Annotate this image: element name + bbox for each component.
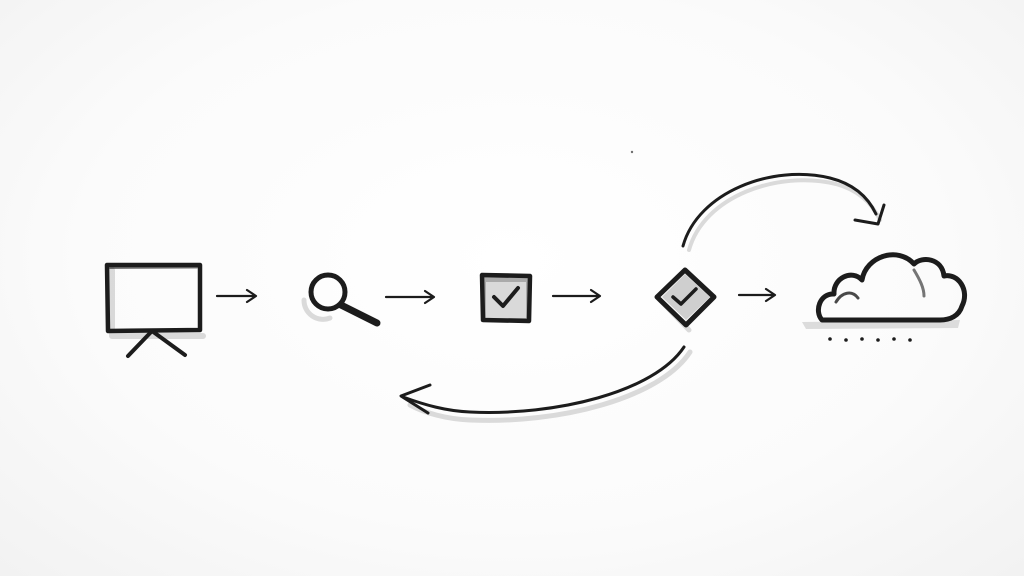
curved-arrow-verify-to-search <box>399 345 693 423</box>
magnifier-icon <box>301 272 381 327</box>
diamond-check-icon <box>654 267 717 333</box>
cloud-icon <box>802 252 968 342</box>
arrow-presentation-to-search <box>215 288 258 304</box>
cloud-rain-dots <box>828 337 912 342</box>
checkbox-checked-icon <box>479 272 533 324</box>
presentation-board-icon <box>104 262 206 358</box>
arrow-verify-to-cloud <box>737 287 777 303</box>
ink-speck <box>630 150 634 154</box>
curved-arrow-verify-to-cloud <box>681 173 886 252</box>
arrow-search-to-approve <box>384 289 436 305</box>
arrow-approve-to-verify <box>551 288 602 304</box>
